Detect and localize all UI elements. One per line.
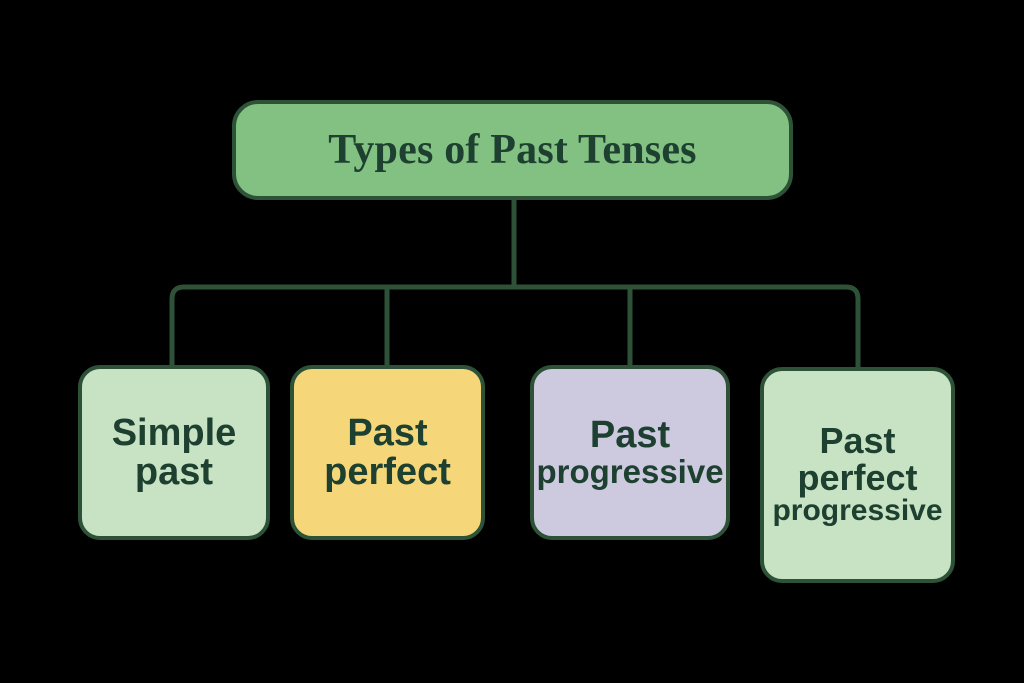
node-past-progressive-line-1: Past: [589, 414, 671, 457]
node-past-perfect-progressive-line-1: Past: [819, 419, 896, 461]
node-simple-past[interactable]: Simple past: [78, 365, 270, 540]
node-past-perfect[interactable]: Past perfect: [290, 365, 485, 540]
node-past-perfect-line-2: perfect: [324, 450, 451, 493]
node-past-perfect-progressive[interactable]: Past perfect progressive: [760, 367, 955, 583]
node-types-of-past-tenses[interactable]: Types of Past Tenses: [232, 100, 793, 200]
node-past-progressive[interactable]: Past progressive: [530, 365, 730, 540]
connector-bus: [169, 284, 861, 369]
node-simple-past-line-1: Simple: [111, 411, 237, 454]
node-root-label: Types of Past Tenses: [328, 126, 697, 173]
node-past-progressive-line-2: progressive: [536, 453, 724, 491]
node-past-perfect-line-1: Past: [347, 411, 428, 454]
node-past-perfect-progressive-line-3: progressive: [772, 494, 943, 528]
node-simple-past-line-2: past: [134, 450, 214, 493]
node-past-perfect-progressive-line-2: perfect: [797, 456, 918, 498]
